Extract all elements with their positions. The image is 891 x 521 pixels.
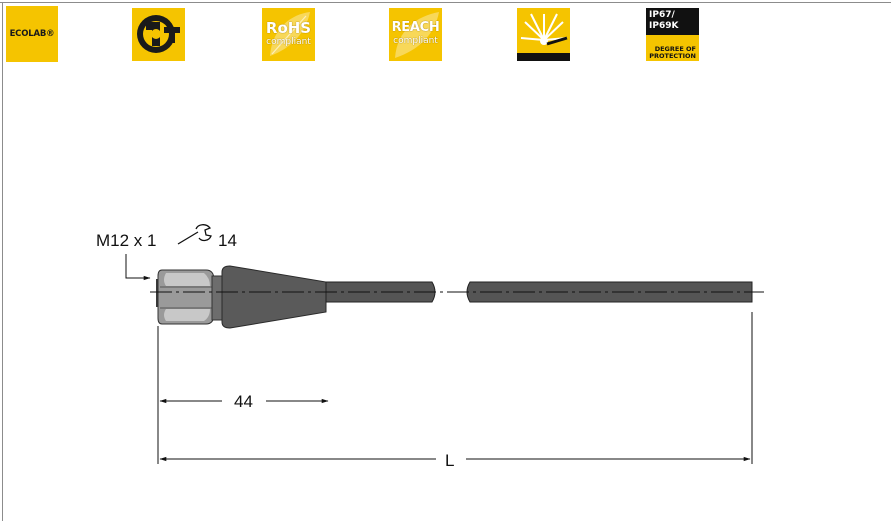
rohs-title: RoHS [265,19,312,37]
wrench-icon [177,224,212,245]
rohs-badge: RoHS compliant [262,8,315,61]
weld-spatter-flame-icon [517,8,570,61]
dim-44-label: 44 [234,392,253,411]
frame-left-line [2,2,3,521]
rohs-subtitle: compliant [266,37,311,47]
ip-rating-header [646,8,699,35]
rohs-leaf-icon [270,12,310,56]
gost-r-mark-icon [132,8,185,61]
thread-size-label: M12 x 1 [96,231,156,250]
overmold-body [221,265,327,329]
reach-subtitle: compliant [393,36,438,46]
dim-l-label: L [445,451,454,470]
ip-line2: IP69K [649,21,679,31]
coupling-nut [156,269,223,325]
reach-title: REACH [391,20,440,35]
ecolab-badge: ECOLAB® [6,6,58,62]
ip-line1: IP67/ [649,10,675,20]
reach-leaf-icon [395,12,439,58]
ip-line4: PROTECTION [649,52,696,60]
ecolab-label: ECOLAB® [9,29,55,39]
cable-segment-left [325,281,436,303]
cable-segment-right [466,281,753,303]
ip-rating-badge: IP67/ IP69K DEGREE OF PROTECTION [646,8,699,61]
thread-leader-line [125,254,151,281]
ip-line3: DEGREE OF [654,45,696,53]
wrench-size-label: 14 [218,231,237,250]
reach-badge: REACH compliant [389,8,442,61]
frame-top-line [0,2,891,3]
